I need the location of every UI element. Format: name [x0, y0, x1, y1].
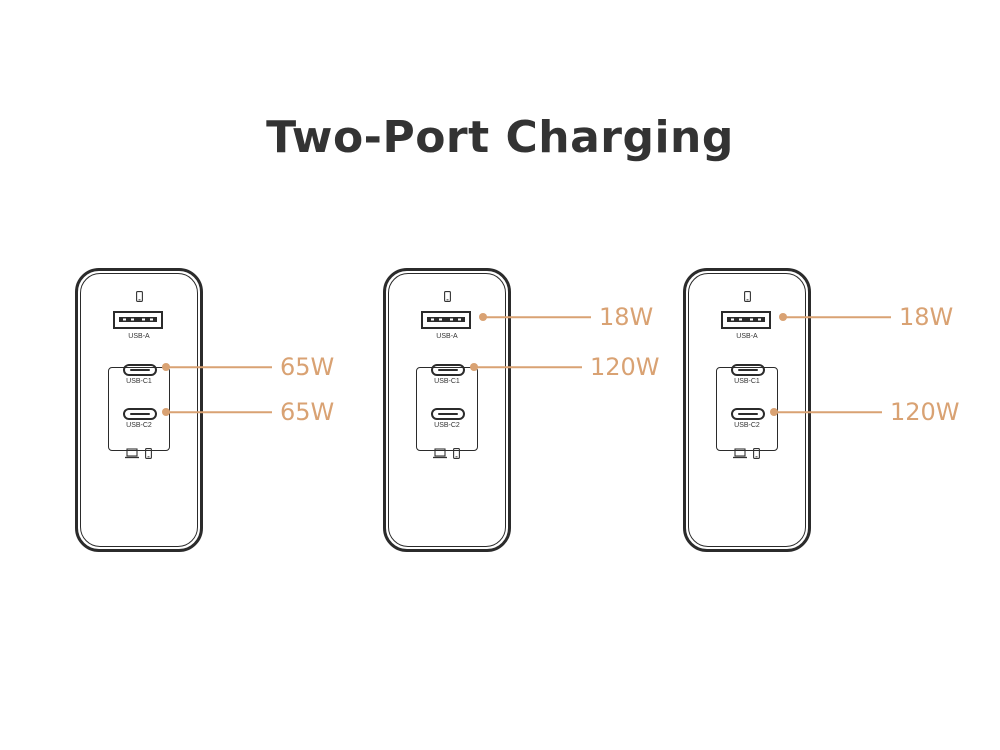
- callout-line: [783, 316, 891, 318]
- usb-c-panel: [716, 367, 778, 451]
- usb-c2-label: USB-C2: [734, 422, 760, 429]
- usb-a-port: [721, 311, 771, 329]
- usb-c2-port: [431, 407, 465, 420]
- wattage-label: 18W: [899, 303, 954, 331]
- usb-c1-label: USB-C1: [434, 378, 460, 385]
- device-icons: [125, 446, 157, 459]
- usb-c2-port: [731, 407, 765, 420]
- callout-line: [483, 316, 591, 318]
- callout-line: [774, 411, 882, 413]
- wattage-label: 65W: [280, 398, 335, 426]
- callout-line: [474, 366, 582, 368]
- usb-a-port: [113, 311, 163, 329]
- callout-line: [166, 411, 272, 413]
- usb-a-label: USB-A: [436, 333, 458, 340]
- usb-c2-label: USB-C2: [434, 422, 460, 429]
- usb-c1-label: USB-C1: [734, 378, 760, 385]
- usb-a-label: USB-A: [128, 333, 150, 340]
- phone-icon: [744, 289, 751, 302]
- usb-c1-port: [431, 363, 465, 376]
- device-icons: [433, 446, 465, 459]
- wattage-label: 120W: [590, 353, 660, 381]
- phone-icon: [145, 446, 152, 464]
- phone-icon: [453, 446, 460, 464]
- usb-a-port: [421, 311, 471, 329]
- page-title: Two-Port Charging: [266, 112, 734, 163]
- usb-c2-port: [123, 407, 157, 420]
- wattage-label: 18W: [599, 303, 654, 331]
- phone-icon: [136, 289, 143, 302]
- phone-icon: [753, 446, 760, 464]
- phone-icon: [444, 289, 451, 302]
- laptop-icon: [733, 446, 747, 464]
- usb-c-panel: [108, 367, 170, 451]
- usb-c1-port: [123, 363, 157, 376]
- wattage-label: 120W: [890, 398, 960, 426]
- callout-line: [166, 366, 272, 368]
- usb-c2-label: USB-C2: [126, 422, 152, 429]
- device-icons: [733, 446, 765, 459]
- usb-c1-label: USB-C1: [126, 378, 152, 385]
- laptop-icon: [433, 446, 447, 464]
- usb-c1-port: [731, 363, 765, 376]
- wattage-label: 65W: [280, 353, 335, 381]
- usb-a-label: USB-A: [736, 333, 758, 340]
- usb-c-panel: [416, 367, 478, 451]
- laptop-icon: [125, 446, 139, 464]
